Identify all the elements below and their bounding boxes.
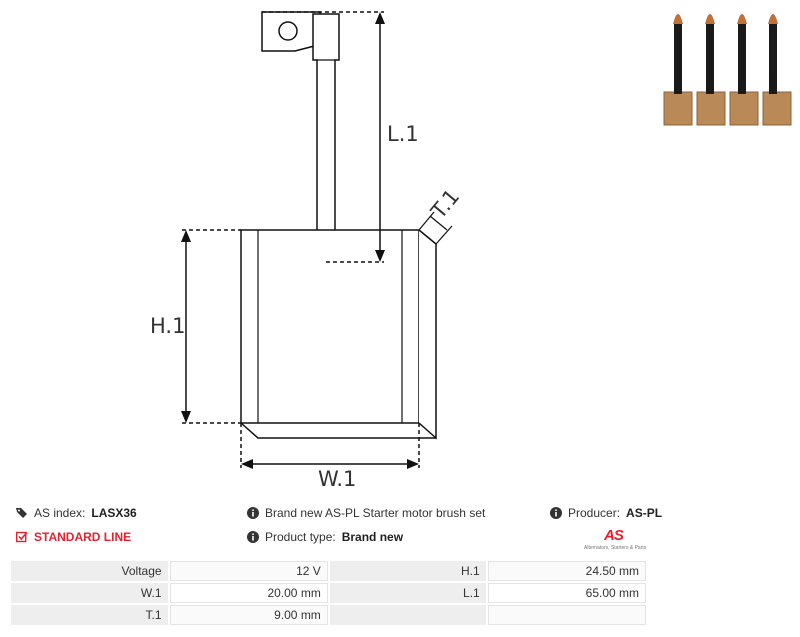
logo-tagline: Alternators, Starters & Parts (584, 545, 647, 551)
table-row: W.1 20.00 mm L.1 65.00 mm (11, 583, 646, 603)
description-text: Brand new AS-PL Starter motor brush set (265, 506, 486, 520)
spec-key: H.1 (329, 561, 486, 581)
spec-key: Voltage (11, 561, 168, 581)
logo-mark: AS (604, 527, 624, 544)
table-row: T.1 9.00 mm (11, 605, 646, 625)
spec-value (487, 605, 646, 625)
brush-photo-1 (663, 14, 693, 126)
lead-wire (312, 13, 340, 263)
as-index-label: AS index: (34, 506, 86, 520)
tags-icon (16, 508, 27, 518)
spec-value: 12 V (169, 561, 328, 581)
standard-line-label: STANDARD LINE (34, 530, 132, 544)
as-index: AS index: LASX36 (16, 506, 137, 520)
product-type-value: Brand new (341, 530, 404, 544)
spec-value: 20.00 mm (169, 583, 328, 603)
dim-label-w1: W.1 (318, 467, 356, 491)
product-type-label: Product type: (265, 530, 336, 544)
brush-photo-4 (762, 14, 792, 126)
info-icon (550, 507, 562, 519)
product-photo (663, 14, 792, 126)
spec-key: L.1 (329, 583, 486, 603)
description: Brand new AS-PL Starter motor brush set (247, 506, 485, 520)
spec-key: T.1 (11, 605, 168, 625)
producer-label: Producer: (568, 506, 621, 520)
as-pl-logo: AS Alternators, Starters & Parts (584, 527, 650, 553)
dim-label-l1: L.1 (387, 122, 419, 146)
spec-value: 65.00 mm (487, 583, 646, 603)
brush-photo-3 (729, 14, 759, 126)
terminal-hole (278, 21, 298, 41)
technical-drawing: L.1 T.1 H.1 W.1 (150, 11, 464, 491)
producer-value: AS-PL (626, 506, 663, 520)
table-row: Voltage 12 V H.1 24.50 mm (11, 561, 646, 581)
spec-value: 9.00 mm (169, 605, 328, 625)
spec-value: 24.50 mm (487, 561, 646, 581)
checkbox-icon (16, 531, 28, 543)
specs-table: Voltage 12 V H.1 24.50 mm W.1 20.00 mm L… (9, 559, 648, 627)
brush-side (418, 229, 437, 440)
product-type: Product type: Brand new (247, 530, 403, 544)
producer: Producer: AS-PL (550, 506, 662, 520)
standard-line: STANDARD LINE (16, 530, 131, 544)
brush-body (240, 229, 420, 424)
info-icon (247, 507, 259, 519)
info-icon (247, 531, 259, 543)
spec-key: W.1 (11, 583, 168, 603)
as-index-value: LASX36 (91, 506, 137, 520)
dim-label-h1: H.1 (150, 314, 185, 338)
spec-key (329, 605, 486, 625)
brush-photo-2 (696, 14, 726, 126)
